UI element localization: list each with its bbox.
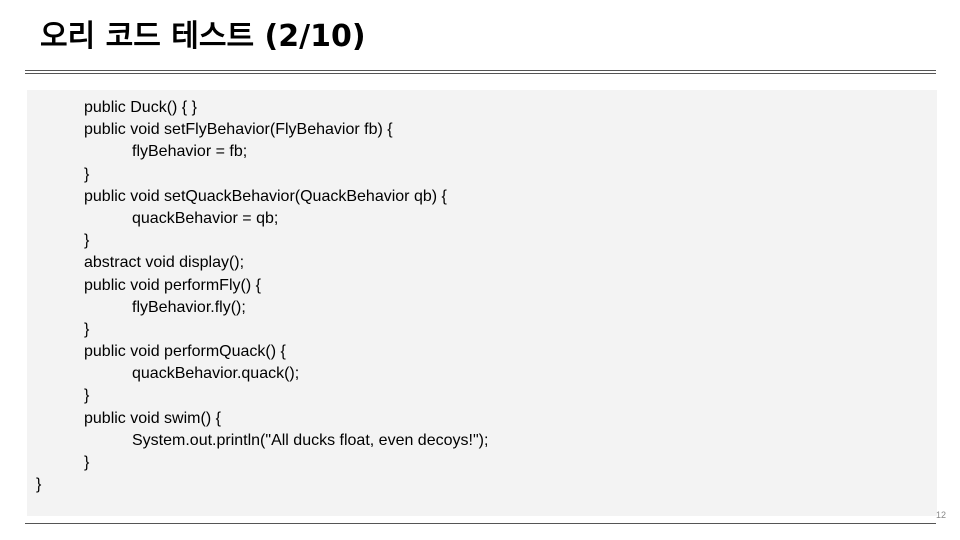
code-line: public void swim() { — [84, 409, 221, 427]
slide-title: 오리 코드 테스트 (2/10) — [40, 19, 366, 54]
code-line: } — [84, 165, 90, 183]
code-line: public void performQuack() { — [84, 343, 286, 361]
code-line: } — [84, 454, 90, 471]
code-block: public Duck() { } public void setFlyBehav… — [27, 90, 937, 516]
code-line: flyBehavior = fb; — [132, 143, 248, 161]
code-line: public Duck() { } — [84, 99, 197, 116]
code-line: } — [84, 387, 90, 405]
code-line: System.out.println("All ducks float, eve… — [132, 431, 489, 449]
title-divider-upper — [25, 70, 936, 71]
code-line: abstract void display(); — [84, 254, 245, 272]
code-line: public void setQuackBehavior(QuackBehavi… — [84, 187, 447, 205]
code-line: } — [84, 320, 90, 338]
code-lines: public Duck() { } public void setFlyBehav… — [36, 97, 488, 496]
code-line: public void performFly() { — [84, 276, 261, 294]
code-line: public void setFlyBehavior(FlyBehavior f… — [84, 121, 393, 139]
code-line: flyBehavior.fly(); — [132, 298, 246, 316]
code-line: quackBehavior.quack(); — [132, 365, 300, 383]
footer-divider — [25, 523, 936, 524]
page-number: 12 — [935, 510, 946, 520]
code-line: } — [36, 476, 42, 494]
code-line: } — [84, 232, 90, 250]
code-line: quackBehavior = qb; — [132, 209, 279, 227]
title-divider-lower — [25, 73, 936, 74]
